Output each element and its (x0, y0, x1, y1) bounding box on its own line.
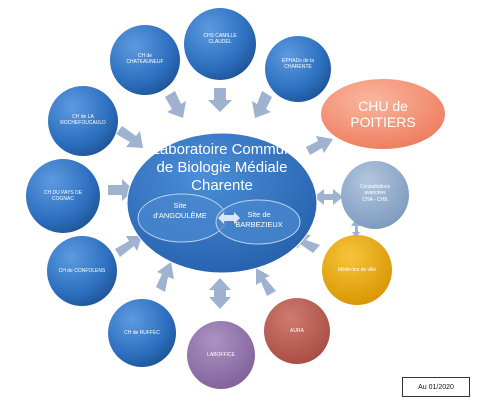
arrow-from-chs (208, 88, 232, 112)
arrows (108, 88, 361, 309)
date-stamp: Au 01/2020 (402, 377, 470, 397)
node-confolens (47, 236, 117, 306)
node-ephad (265, 36, 331, 102)
node-laboffice (187, 321, 255, 389)
node-chs (184, 8, 256, 80)
node-laboffice-label: LABOFFICE (207, 352, 235, 358)
node-ruffec (108, 299, 176, 367)
arrow-from-confolens (115, 236, 142, 257)
node-cognac (26, 159, 100, 233)
arrow-double-consult (314, 189, 343, 205)
node-ephad-label: EPHADs de la CHARENTE (282, 58, 314, 71)
site-angouleme-label: Site d'ANGOULÊME (153, 201, 207, 220)
node-ruffec-label: CH de RUFFEC (124, 330, 160, 336)
node-rochefoucauld-label: CH de LA ROCHEFOUCAULD (60, 114, 106, 127)
node-cognac-label: CH DU PAYS DE COGNAC (43, 190, 83, 203)
arrow-double-laboffice (209, 278, 231, 309)
sites-double-arrow (218, 212, 240, 224)
arrow-from-aura (256, 268, 276, 296)
arrow-to-chu (306, 136, 333, 155)
node-confolens-label: CH de CONFOLENS (58, 268, 106, 274)
node-chu-label: CHU de POITIERS (350, 98, 416, 131)
node-consult-label: Consultations avancées CHA - CHB (359, 184, 391, 203)
node-consult (341, 161, 409, 229)
node-aura-label: AURA (290, 328, 304, 334)
node-rochefoucauld (48, 86, 118, 156)
node-medecins (322, 235, 392, 305)
core-title: Laboratoire Commun de Biologie Médiale C… (151, 141, 293, 194)
node-medecins-label: Médecins de ville (337, 267, 377, 273)
node-chu (321, 79, 445, 149)
node-chateauneuf-label: CH de CHATEAUNEUF (126, 53, 164, 66)
arrow-from-ruffec (156, 262, 174, 292)
node-chateauneuf (110, 25, 180, 95)
arrow-from-ephad (252, 91, 272, 118)
arrow-from-rochefoucauld (116, 126, 143, 148)
site-barbezieux-ellipse (215, 199, 301, 245)
node-aura (264, 298, 330, 364)
node-chs-label: CHS CAMILLE CLAUDEL (203, 33, 237, 46)
site-barbezieux-label: Site de BARBEZIEUX (235, 210, 283, 229)
arrow-from-chateauneuf (165, 91, 186, 118)
